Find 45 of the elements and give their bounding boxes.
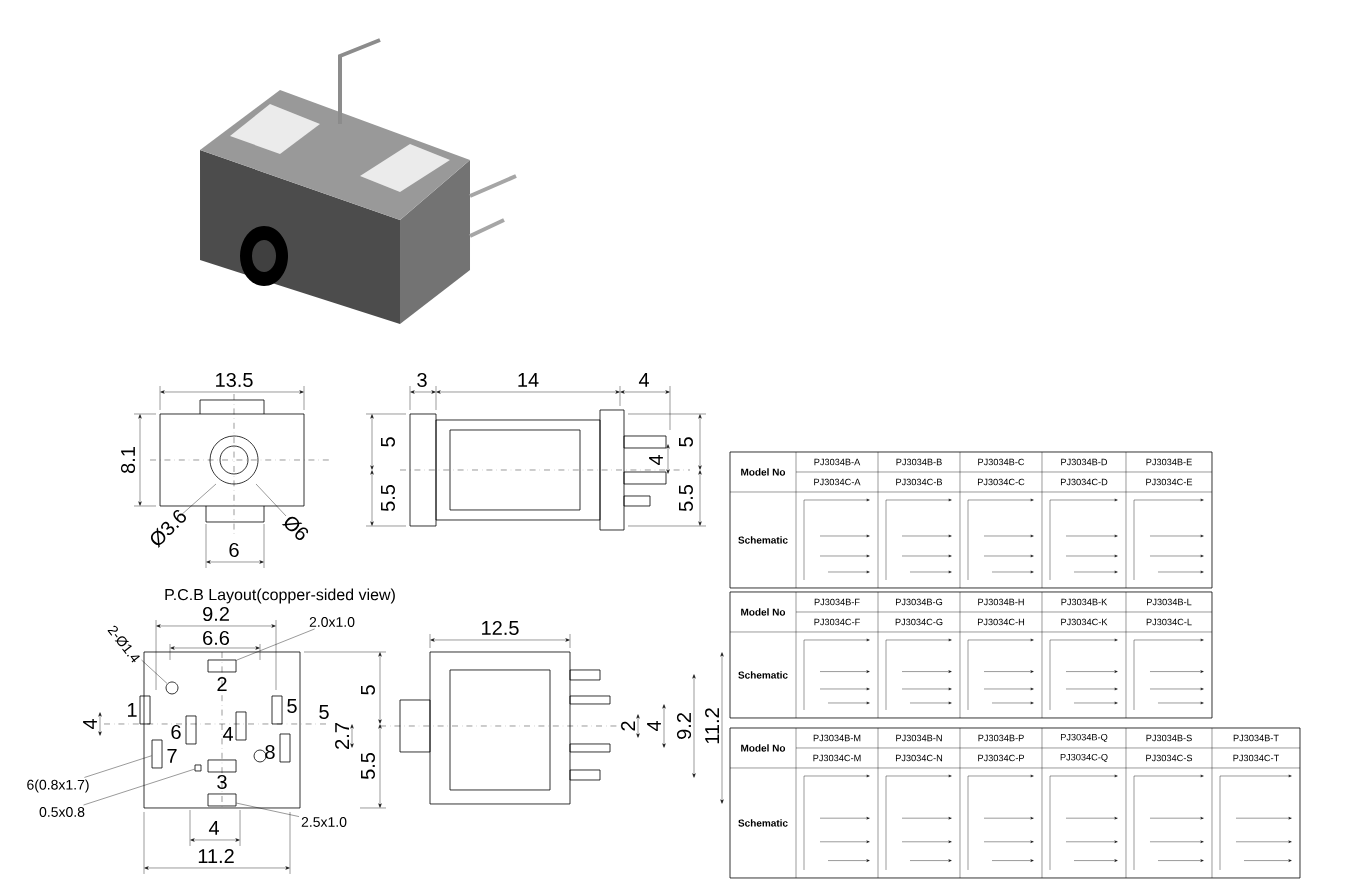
dimension-label: 13.5 — [216, 372, 253, 388]
leader-line — [236, 628, 315, 661]
solder-pad — [207, 659, 237, 673]
dimension-label: 5.5 — [679, 484, 693, 512]
pin-number: 2 — [217, 677, 227, 691]
solder-pad — [151, 739, 163, 769]
pin-number: 5 — [287, 699, 297, 713]
dimension-label: 4 — [208, 821, 219, 835]
dimension-label: 14 — [518, 373, 539, 387]
dimension-label: 6 — [229, 542, 239, 558]
dimension-label: 6.6 — [203, 630, 230, 646]
dimension-label: Ø6 — [281, 516, 309, 541]
view-title: P.C.B Layout(copper-sided view) — [165, 588, 395, 604]
dimension-label: 5 — [319, 705, 329, 719]
solder-pad — [207, 793, 237, 807]
leader-line — [83, 768, 195, 806]
pin-number: 7 — [167, 749, 177, 763]
dimension-label: 5 — [381, 437, 395, 447]
dimension-label: 5.5 — [381, 484, 395, 512]
leader-line — [84, 755, 152, 778]
dimension-label: 3 — [417, 372, 427, 388]
dimension-label: 8.1 — [120, 447, 136, 473]
solder-pad — [194, 764, 202, 772]
pin-number: 3 — [217, 774, 227, 790]
leader-line — [141, 659, 168, 684]
dimension-label: 11.2 — [705, 708, 719, 744]
pin-number: 4 — [222, 727, 233, 741]
dimension-label: 4 — [638, 373, 649, 387]
dimension-label: 9.2 — [203, 606, 229, 622]
dimension-label: 12.5 — [482, 620, 519, 636]
dimension-label: 5.5 — [361, 752, 375, 780]
dimension-label: 9.2 — [676, 713, 692, 739]
dimension-label: 4 — [647, 721, 661, 732]
dimension-label: 11.2 — [198, 849, 234, 863]
pin-number: 8 — [265, 744, 275, 760]
dimension-label: 4 — [649, 455, 663, 466]
dimension-label: 5 — [361, 685, 375, 695]
dimension-label: 5 — [679, 437, 693, 447]
dimension-label: 2.7 — [335, 723, 349, 749]
pin-number: 6 — [171, 724, 181, 740]
dimension-label: 2 — [621, 721, 635, 731]
dimension-label: 4 — [83, 719, 97, 730]
leader-line — [236, 802, 300, 817]
mounting-hole — [165, 681, 179, 695]
pin-number: 1 — [128, 703, 137, 717]
